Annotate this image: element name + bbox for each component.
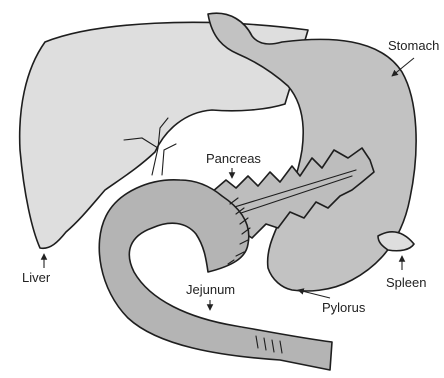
label-jejunum: Jejunum (186, 282, 235, 297)
label-pylorus: Pylorus (322, 300, 366, 315)
label-spleen: Spleen (386, 275, 426, 290)
label-stomach: Stomach (388, 38, 439, 53)
label-liver: Liver (22, 270, 51, 285)
label-pancreas: Pancreas (206, 151, 261, 166)
